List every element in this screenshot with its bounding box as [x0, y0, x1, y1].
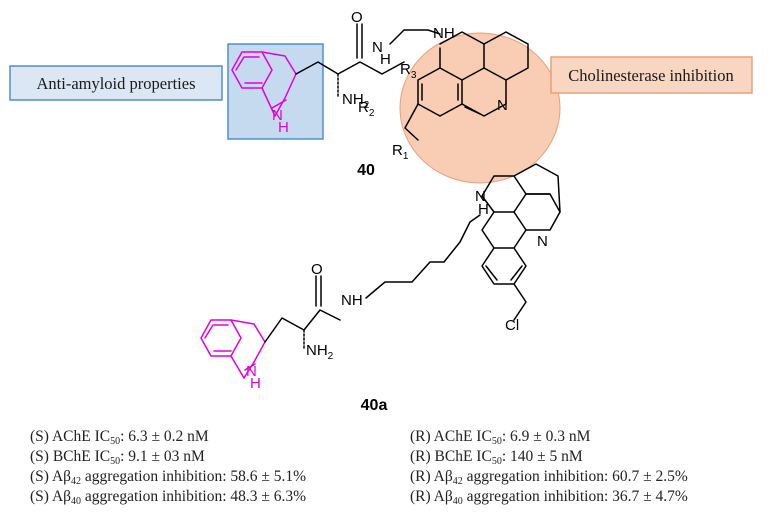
result-row: (S) Aβ42 aggregation inhibition: 58.6 ± … [30, 468, 307, 487]
indole-40a-n: N [246, 363, 257, 380]
result-row: (R) Aβ40 aggregation inhibition: 36.7 ± … [410, 488, 688, 507]
result-row: (R) BChE IC50: 140 ± 5 nM [410, 448, 583, 467]
result-row: (S) AChE IC50: 6.3 ± 0.2 nM [30, 428, 209, 447]
compound-40a-label: 40a [361, 397, 388, 414]
indole-40-n: N [272, 107, 283, 124]
amide-h-40: H [380, 51, 391, 68]
linker-nh-40: NH [433, 25, 455, 42]
amide-nh-40a: NH [341, 292, 363, 309]
chloro-40a: Cl [505, 317, 519, 334]
compound-40a-structure: N H O NH2 NH H N N Cl [200, 163, 561, 392]
linker-n-40a: N [475, 188, 486, 205]
result-row: (R) AChE IC50: 6.9 ± 0.3 nM [410, 428, 591, 447]
amine-40a: NH2 [306, 342, 334, 362]
anti-amyloid-box [227, 43, 324, 140]
carbonyl-o-40a: O [311, 261, 323, 278]
anti-amyloid-label: Anti-amyloid properties [36, 74, 195, 93]
callout-cholinesterase: Cholinesterase inhibition [550, 56, 753, 94]
callout-anti-amyloid: Anti-amyloid properties [9, 65, 223, 101]
cholinesterase-label: Cholinesterase inhibition [568, 66, 733, 85]
results-left: (S) AChE IC50: 6.3 ± 0.2 nM (S) BChE IC5… [30, 427, 306, 507]
amine-40: NH2 [342, 91, 370, 111]
amide-n-40: N [372, 39, 383, 56]
compound-40-label: 40 [357, 162, 375, 179]
linker-nh-40a: H [478, 201, 489, 218]
compound-40-structure: N H O NH2 N H NH N R3 R2 R1 [231, 9, 529, 162]
r1-40: R1 [392, 142, 409, 162]
ring-n-40a: N [537, 233, 548, 250]
ring-n-40: N [497, 97, 508, 114]
r2-40: R2 [358, 99, 375, 119]
cholinesterase-ellipse [399, 32, 561, 184]
carbonyl-o-40: O [351, 9, 363, 26]
result-row: (R) Aβ42 aggregation inhibition: 60.7 ± … [410, 468, 688, 487]
result-row: (S) Aβ40 aggregation inhibition: 48.3 ± … [30, 488, 307, 507]
indole-40a-h: H [250, 375, 261, 392]
highlights [227, 32, 561, 184]
r3-40: R3 [400, 61, 417, 81]
indole-40-h: H [278, 119, 289, 136]
results-right: (R) AChE IC50: 6.9 ± 0.3 nM (R) BChE IC5… [410, 427, 688, 507]
result-row: (S) BChE IC50: 9.1 ± 03 nM [30, 448, 205, 467]
